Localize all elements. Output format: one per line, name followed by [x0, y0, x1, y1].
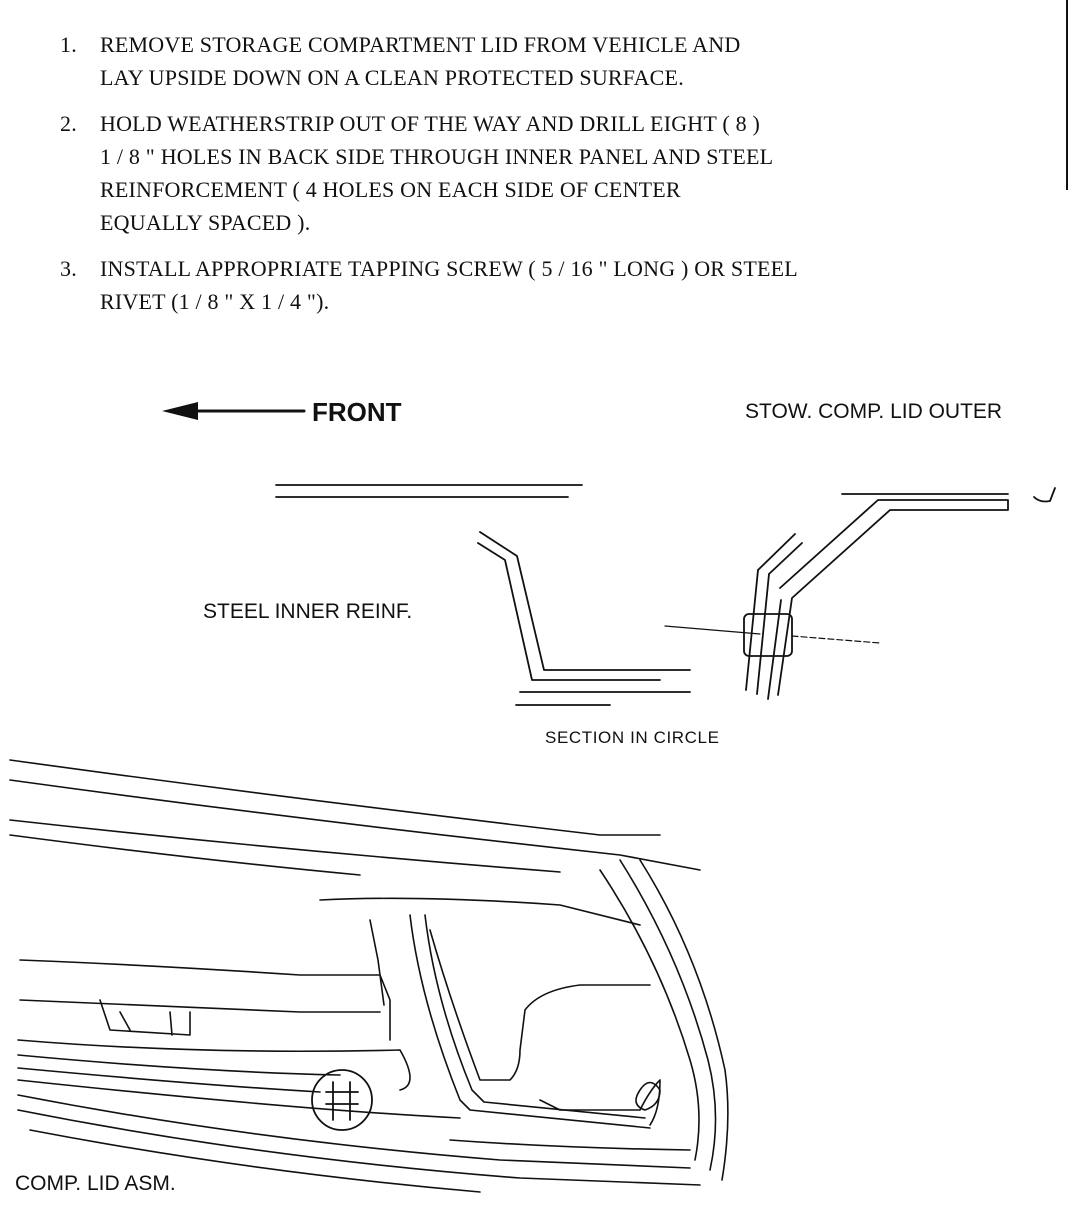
step-text-line: LAY UPSIDE DOWN ON A CLEAN PROTECTED SUR…	[100, 65, 684, 90]
step-text-line: EQUALLY SPACED ).	[100, 210, 311, 235]
step-number: 1.	[60, 32, 77, 57]
step-text-line: 1 / 8 " HOLES IN BACK SIDE THROUGH INNER…	[100, 144, 774, 169]
step-text-line: RIVET (1 / 8 " X 1 / 4 ").	[100, 289, 330, 314]
step-2: 2. HOLD WEATHERSTRIP OUT OF THE WAY AND …	[60, 107, 940, 239]
section-label: SECTION IN CIRCLE	[545, 728, 720, 747]
section-inner-channel	[477, 531, 691, 706]
section-outer-panel	[745, 487, 1056, 700]
page-edge-rule	[1066, 0, 1068, 190]
section-fastener	[664, 613, 881, 657]
inner-reinf-label: STEEL INNER REINF.	[203, 600, 412, 623]
front-label: FRONT	[312, 397, 402, 427]
section-locator-circle	[311, 1069, 373, 1131]
section-top-flange	[275, 484, 583, 498]
front-arrow-icon	[162, 402, 306, 420]
step-number: 3.	[60, 256, 77, 281]
instruction-steps: 1. REMOVE STORAGE COMPARTMENT LID FROM V…	[60, 28, 940, 331]
step-text-line: REMOVE STORAGE COMPARTMENT LID FROM VEHI…	[100, 32, 741, 57]
lid-assembly-drawing	[9, 759, 729, 1193]
step-text-line: REINFORCEMENT ( 4 HOLES ON EACH SIDE OF …	[100, 177, 681, 202]
step-text-line: HOLD WEATHERSTRIP OUT OF THE WAY AND DRI…	[100, 111, 760, 136]
step-number: 2.	[60, 111, 77, 136]
step-text-line: INSTALL APPROPRIATE TAPPING SCREW ( 5 / …	[100, 256, 798, 281]
assembly-label: COMP. LID ASM.	[15, 1172, 176, 1195]
step-3: 3. INSTALL APPROPRIATE TAPPING SCREW ( 5…	[60, 252, 940, 318]
step-1: 1. REMOVE STORAGE COMPARTMENT LID FROM V…	[60, 28, 940, 94]
outer-panel-label: STOW. COMP. LID OUTER	[745, 400, 1002, 423]
